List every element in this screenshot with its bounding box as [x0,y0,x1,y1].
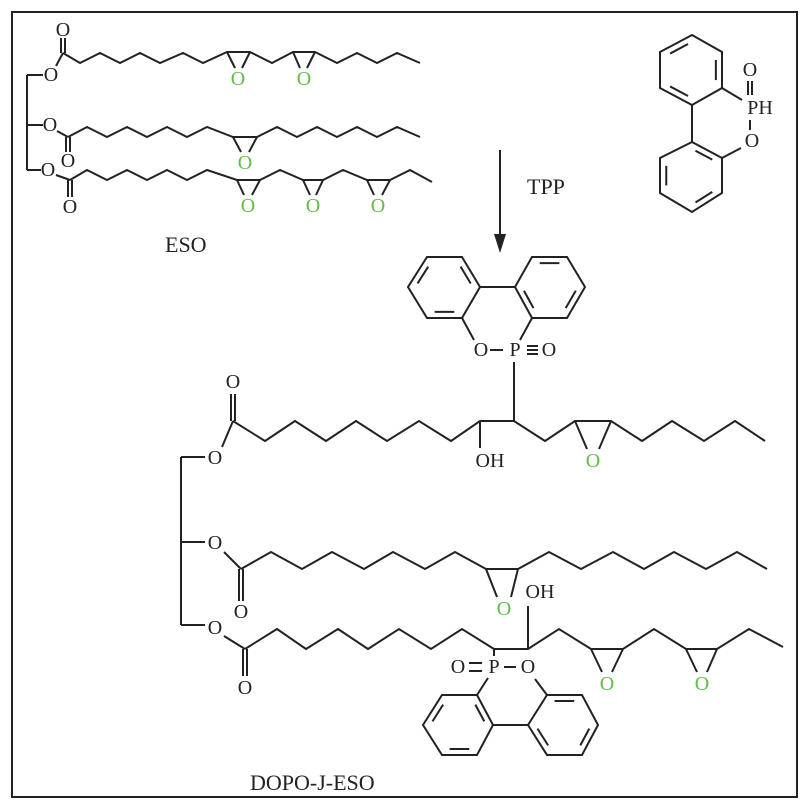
carbonyl-oxygen: O [63,196,77,218]
ring-oxygen: O [521,656,535,678]
phosphorus: P [509,339,520,361]
eso-molecule: O O O O O O O O O O O O [26,19,433,218]
carbonyl-oxygen: O [56,19,70,41]
epoxide-rings-1 [226,51,316,69]
aromatic-double-bond [564,290,577,309]
fatty-chain-2 [240,550,768,571]
epoxide-oxygen: O [497,598,511,620]
epoxide-oxygen: O [241,195,255,217]
fatty-chain-1 [232,419,766,443]
ester-oxygen: O [44,64,58,86]
benzene-ring [526,694,600,756]
phosphoryl-oxygen: O [743,59,757,81]
carbonyl-oxygen: O [226,371,240,393]
ring-oxygen: O [745,130,759,152]
ester-oxygen: O [41,159,55,181]
ester-group-1 [55,38,66,67]
hydroxyl-group: OH [476,450,505,472]
phosphoryl-oxygen: O [451,656,465,678]
phosphoryl-oxygen: O [542,339,556,361]
epoxide-oxygen: O [371,195,385,217]
epoxide-oxygen: O [231,68,245,90]
fatty-chain-2 [67,125,421,139]
epoxide-ring-2 [232,136,258,153]
benzene-ring [659,33,723,107]
ester-oxygen: O [43,114,57,136]
benzene-ring [406,256,482,319]
glycerol-backbone [26,74,43,171]
phosphorus-hydride: PH [747,97,773,119]
fatty-chain-3 [244,627,784,651]
aromatic-double-bond [459,266,472,284]
eso-label: ESO [165,232,207,257]
fatty-chain-1 [62,51,421,65]
epoxide-oxygen: O [586,450,600,472]
epoxide-oxygen: O [306,195,320,217]
ester-group-3 [55,174,73,197]
glycerol-backbone [180,456,205,626]
aromatic-double-bond [474,704,486,722]
aromatic-double-bond [694,191,713,204]
product-label: DOPO-J-ESO [250,770,375,795]
epoxide-rings-3 [236,179,391,196]
epoxide-oxygen: O [600,673,614,695]
arrow-head-icon [494,234,506,253]
ring-oxygen: O [474,339,488,361]
aromatic-double-bond [536,728,549,746]
figure-frame [11,11,798,798]
benzene-ring [659,140,723,214]
ester-oxygen: O [208,617,222,639]
epoxide-oxygen: O [297,68,311,90]
carbonyl-oxygen: O [234,601,248,623]
fatty-chain-3 [69,168,433,183]
ester-group-2 [56,130,71,152]
benzene-ring [421,694,495,756]
dopo-group-bottom: O P O [421,656,600,756]
carbonyl-oxygen: O [238,677,252,699]
hydroxyl-group: OH [526,581,555,603]
ester-oxygen: O [208,532,222,554]
phosphorus: P [488,656,499,678]
epoxide-oxygen: O [695,673,709,695]
aromatic-double-bond [523,290,535,309]
catalyst-label: TPP [527,174,565,199]
ester-oxygen: O [208,447,222,469]
carbonyl-oxygen: O [61,150,75,172]
dopo-molecule: O PH O [659,33,773,214]
aromatic-double-bond [431,704,444,722]
benzene-ring [513,256,587,319]
aromatic-double-bond [579,728,591,746]
aromatic-double-bond [669,43,689,55]
dopo-group-top: O P O [406,256,587,421]
dopo-j-eso-molecule: O P O O O OH O O O O O O OH O O O [180,256,784,756]
aromatic-double-bond [694,149,713,161]
aromatic-double-bond [669,85,689,97]
aromatic-double-bond [416,266,430,285]
epoxide-oxygen: O [238,152,252,174]
